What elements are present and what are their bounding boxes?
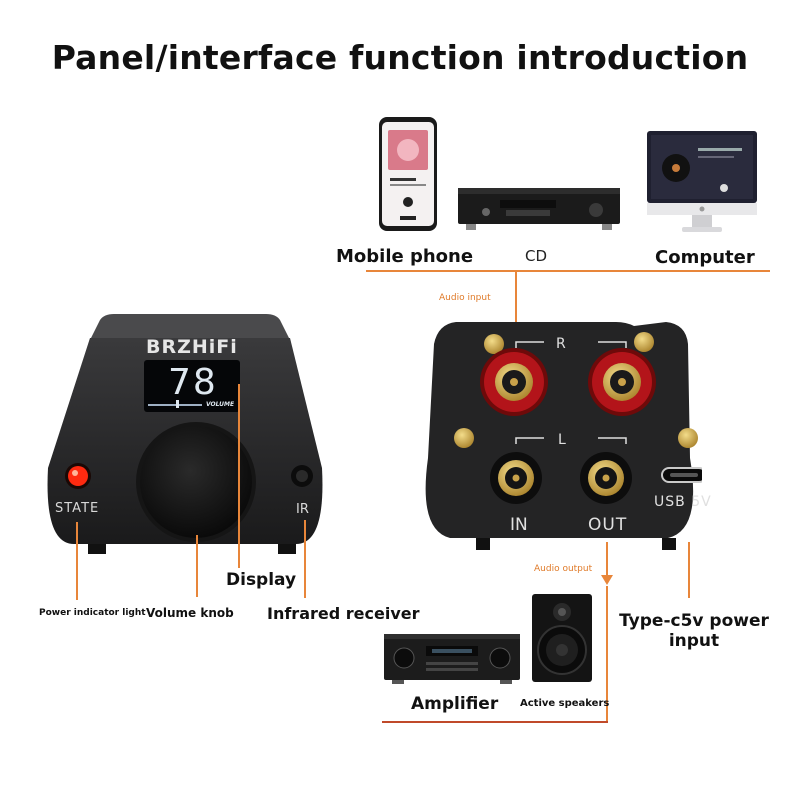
- audio-input-label: Audio input: [439, 293, 491, 303]
- computer-image: [647, 131, 757, 232]
- power-light-callout-line: [76, 522, 78, 600]
- amplifier-label: Amplifier: [411, 694, 499, 714]
- cd-label: CD: [525, 247, 548, 265]
- front-panel-device: [47, 314, 323, 554]
- display-label: Display: [226, 570, 297, 590]
- amplifier-image: [384, 634, 520, 684]
- volume-knob-label: Volume knob: [146, 606, 234, 620]
- audio-output-line-lower: [606, 586, 608, 722]
- left-channel-label: L: [558, 432, 566, 448]
- usb-port-label: USB 5V: [654, 494, 712, 510]
- infrared-receiver-label: Infrared receiver: [267, 604, 420, 623]
- page-title: Panel/interface function introduction: [51, 38, 749, 77]
- mobile-phone-image: [379, 117, 437, 231]
- type-c-callout-line: [688, 542, 690, 598]
- power-indicator-label: Power indicator light: [39, 608, 146, 618]
- type-c-power-label-line1: Type-c5v power: [619, 611, 769, 631]
- mobile-phone-label: Mobile phone: [336, 246, 474, 267]
- type-c-power-label: Type-c5v power input: [614, 611, 774, 651]
- display-callout-line: [238, 384, 240, 568]
- state-label: STATE: [55, 501, 100, 516]
- audio-input-line: [515, 270, 517, 342]
- active-speakers-label: Active speakers: [520, 698, 610, 709]
- audio-output-line-upper: [606, 542, 608, 576]
- back-panel-device: [425, 322, 702, 550]
- display-volume-value: 78: [168, 362, 218, 403]
- source-bus-line: [366, 270, 770, 272]
- computer-label: Computer: [655, 247, 755, 268]
- volume-knob-callout-line: [196, 535, 198, 597]
- cd-player-image: [458, 188, 620, 230]
- right-channel-label: R: [556, 336, 566, 352]
- input-jack-label: IN: [510, 515, 528, 535]
- audio-output-label: Audio output: [534, 564, 593, 574]
- brand-logo: BRZHiFi: [146, 336, 238, 358]
- output-bus-line: [382, 721, 608, 723]
- active-speaker-image: [532, 594, 592, 682]
- display-volume-caption: VOLUME: [206, 401, 235, 408]
- type-c-power-label-line2: input: [668, 631, 720, 651]
- output-jack-label: OUT: [588, 515, 628, 535]
- ir-label: IR: [296, 502, 309, 517]
- audio-output-arrow-icon: [601, 575, 613, 585]
- infrared-callout-line: [304, 520, 306, 598]
